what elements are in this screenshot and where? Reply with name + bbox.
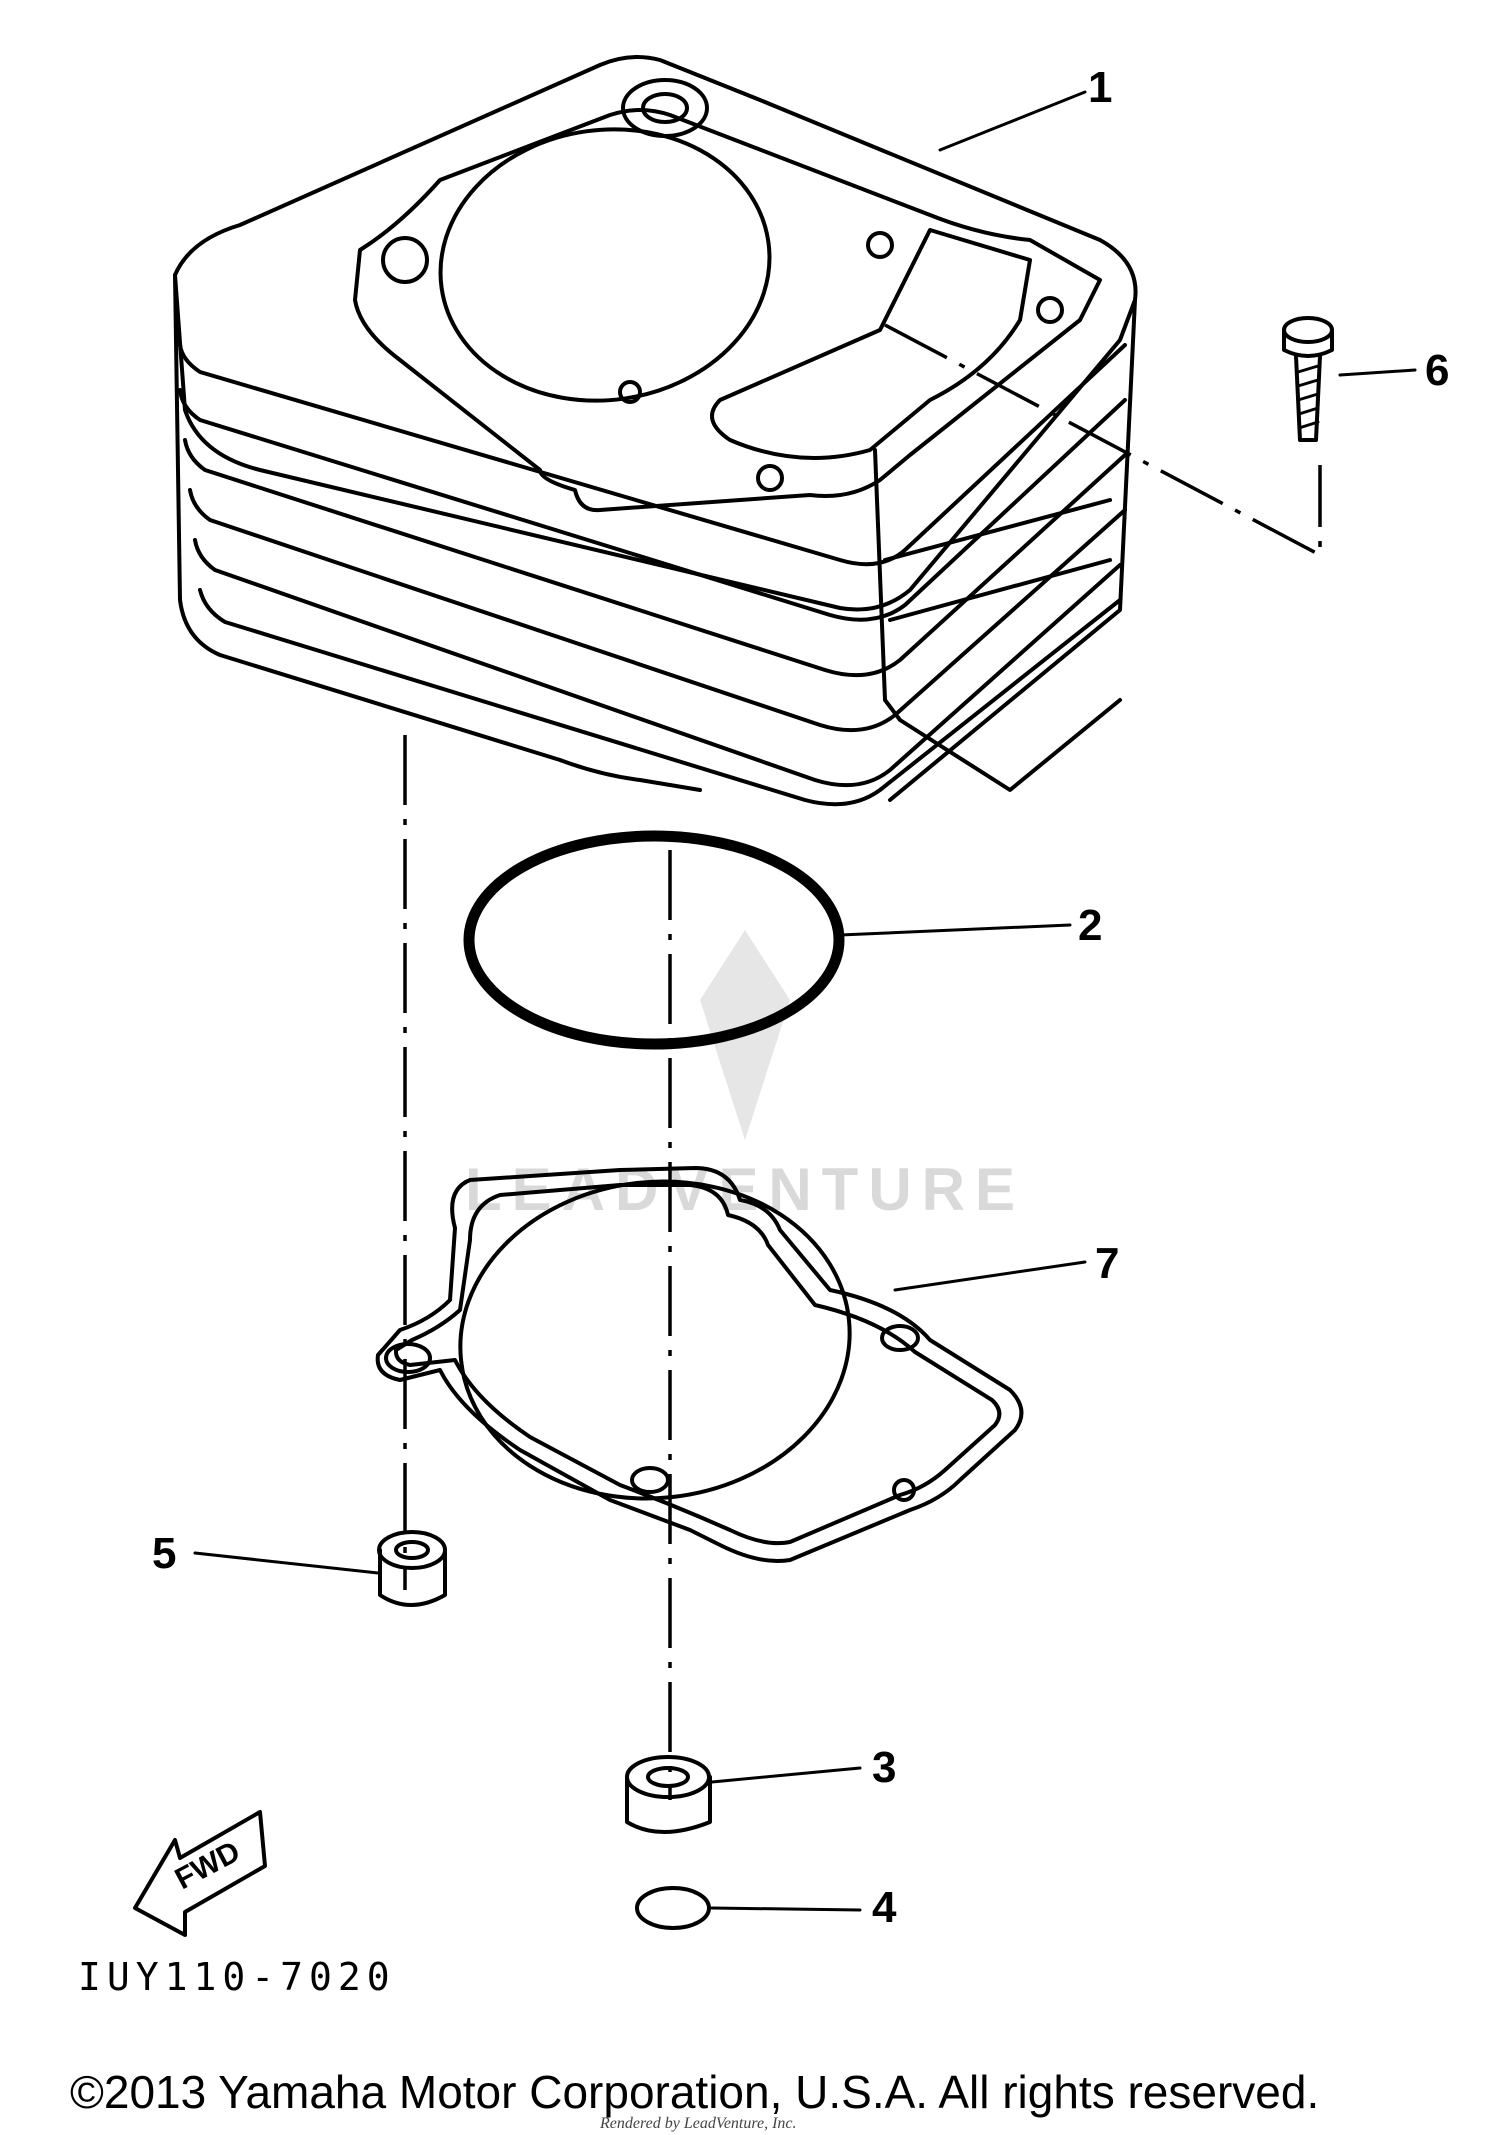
callout-3: 3 — [872, 1743, 896, 1792]
callout-7: 7 — [1095, 1239, 1119, 1288]
rendered-by-text: Rendered by LeadVenture, Inc. — [599, 2115, 797, 2132]
part-dowel-pin-left — [377, 1530, 447, 1607]
part-cylinder-gasket — [375, 1166, 1024, 1563]
part-cylinder — [173, 54, 1138, 807]
fwd-arrow-icon: FWD — [133, 1810, 267, 1937]
leader-lines — [193, 90, 1417, 1912]
part-bolt — [1282, 316, 1334, 442]
callout-1: 1 — [1088, 63, 1112, 112]
alignment-lines — [403, 323, 1322, 1800]
diagram-code: IUY110-7020 — [78, 1955, 396, 1999]
callout-numbers: 1 2 3 4 5 6 7 — [152, 63, 1449, 1932]
callout-6: 6 — [1425, 346, 1449, 395]
copyright-text: ©2013 Yamaha Motor Corporation, U.S.A. A… — [70, 2066, 1319, 2118]
callout-5: 5 — [152, 1529, 176, 1578]
callout-4: 4 — [872, 1883, 897, 1932]
part-dowel-pin-center — [625, 1755, 712, 1834]
part-o-ring — [463, 830, 845, 1050]
watermark: LEADVENTURE — [465, 930, 1015, 1223]
part-small-o-ring — [635, 1886, 711, 1930]
callout-2: 2 — [1078, 901, 1102, 950]
